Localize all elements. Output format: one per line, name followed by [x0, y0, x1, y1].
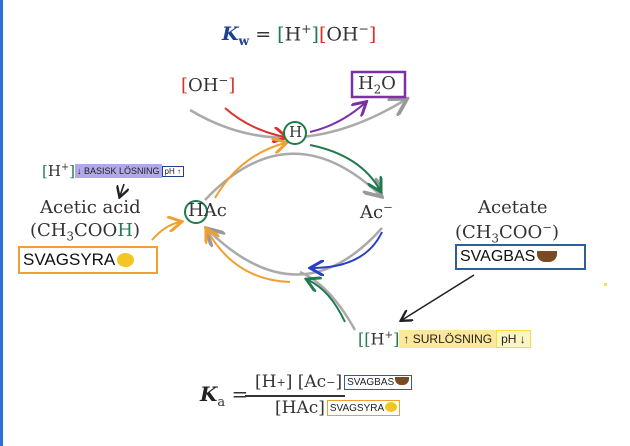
ac-f-sup: − — [542, 220, 553, 234]
purple-arrow — [309, 103, 365, 133]
svagsyra-text: SVAGSYRA — [23, 250, 116, 269]
aa-f3: ) — [132, 220, 140, 241]
ka-num-c: ] — [335, 372, 343, 392]
left-ph-label: pH ↑ — [161, 165, 184, 177]
h2o-box — [350, 70, 407, 99]
hac-h: H — [188, 200, 204, 221]
oh-label: [OH−] — [181, 73, 236, 96]
hac-rest: Ac — [203, 200, 227, 221]
blue-arrow — [312, 231, 383, 268]
ac-sub: 3 — [491, 231, 499, 246]
h-circle — [283, 121, 307, 145]
gray-arc-bottom — [299, 270, 357, 331]
ac-sup: − — [383, 200, 393, 214]
acetic-acid-name: Acetic acid — [40, 197, 141, 218]
ka-num-sup: + — [276, 375, 286, 389]
ka-symbol: Ka = — [200, 382, 248, 410]
stray-dot — [604, 283, 607, 286]
ka-den: [HAc] — [275, 398, 325, 418]
ka-num-a: [H — [255, 372, 277, 392]
svagsyra-tag: SVAGSYRA — [18, 246, 158, 274]
ka-numerator: [H+] [Ac−] SVAGBAS — [255, 372, 413, 392]
bottom-h-sup: + — [384, 329, 394, 341]
orange-arrow-top — [214, 143, 285, 199]
basket-icon — [395, 376, 410, 385]
aa-f1: (CH — [30, 220, 67, 241]
green-arrow-top — [309, 144, 380, 190]
left-h-sup: + — [60, 162, 70, 173]
black-arrow — [402, 274, 475, 320]
green-arrow-bottom — [308, 280, 346, 323]
hac-h-circle — [184, 200, 208, 224]
ac-f2: COO — [498, 222, 543, 243]
orange-arrow-bottom — [207, 230, 291, 283]
ka-svagsyra-tag: SVAGSYRA — [329, 403, 385, 414]
h2o-label: H2O — [358, 73, 396, 97]
kw-h: H — [284, 23, 302, 46]
kw-sub: w — [238, 33, 250, 49]
oh-sup: − — [218, 73, 229, 87]
kw-symbol: K — [222, 23, 239, 46]
kw-equation: Kw = [H+][OH−] — [222, 22, 377, 49]
acetate-name: Acetate — [478, 197, 548, 218]
left-h: H — [47, 162, 61, 180]
h2o-h: H — [358, 73, 374, 94]
ka-denominator: [HAc] SVAGSYRA — [275, 398, 401, 418]
ka-num-b: ] [Ac — [285, 372, 327, 392]
ac-f3: ) — [552, 222, 560, 243]
orange-arrow-left — [151, 222, 180, 241]
ka-svagbas-tag: SVAGBAS — [347, 376, 395, 388]
ac-f1: (CH — [455, 222, 492, 243]
acetic-acid-formula: (CH3COOH) — [30, 220, 140, 244]
fraction-bar — [245, 395, 345, 397]
left-h-indicator: [H+] ↓ BASISK LÖSNING pH ↑ — [42, 162, 184, 180]
h2o-o: O — [381, 73, 396, 94]
ka-sub: a — [217, 395, 226, 410]
hac-label: HAc — [188, 200, 227, 221]
ka-svagsyra-box: SVAGSYRA — [326, 400, 401, 416]
ka-svagbas-box: SVAGBAS — [344, 374, 413, 390]
lemon-icon — [117, 253, 135, 267]
svagbas-text: SVAGBAS — [460, 248, 536, 265]
small-black-arrow — [120, 183, 124, 196]
h2o-sub: 2 — [373, 82, 382, 97]
ac-label: Ac− — [360, 200, 393, 223]
bottom-h: H — [370, 329, 385, 349]
basic-solution-label: ↓ BASISK LÖSNING — [74, 164, 162, 178]
svagbas-tag: SVAGBAS — [455, 244, 586, 270]
kw-h-sup: + — [301, 22, 312, 36]
h-circle-label: H — [289, 123, 303, 141]
bottom-h-indicator: [[H+] ↑ SURLÖSNING pH ↓ — [358, 329, 531, 348]
aa-f2: COO — [73, 220, 118, 241]
acetate-formula: (CH3COO−) — [455, 220, 559, 246]
gray-arc-cycle-bottom — [208, 228, 383, 276]
ac-text: Ac — [360, 202, 384, 223]
kw-oh-sup: − — [358, 22, 369, 36]
ka-eq: = — [231, 382, 249, 406]
bottom-ph-label: pH ↓ — [496, 329, 531, 348]
acid-solution-label: ↑ SURLÖSNING — [399, 329, 497, 348]
left-edge-bar — [0, 0, 3, 446]
kw-oh: OH — [326, 23, 359, 46]
ka-num-sup2: − — [326, 375, 336, 389]
aa-sub: 3 — [66, 229, 74, 244]
basket-icon — [537, 251, 558, 262]
red-arrow — [224, 107, 285, 137]
aa-h: H — [117, 220, 133, 241]
kw-eq: = — [255, 23, 272, 46]
lemon-icon — [385, 402, 398, 412]
oh-text: OH — [188, 75, 219, 96]
ka-k: K — [200, 382, 218, 406]
